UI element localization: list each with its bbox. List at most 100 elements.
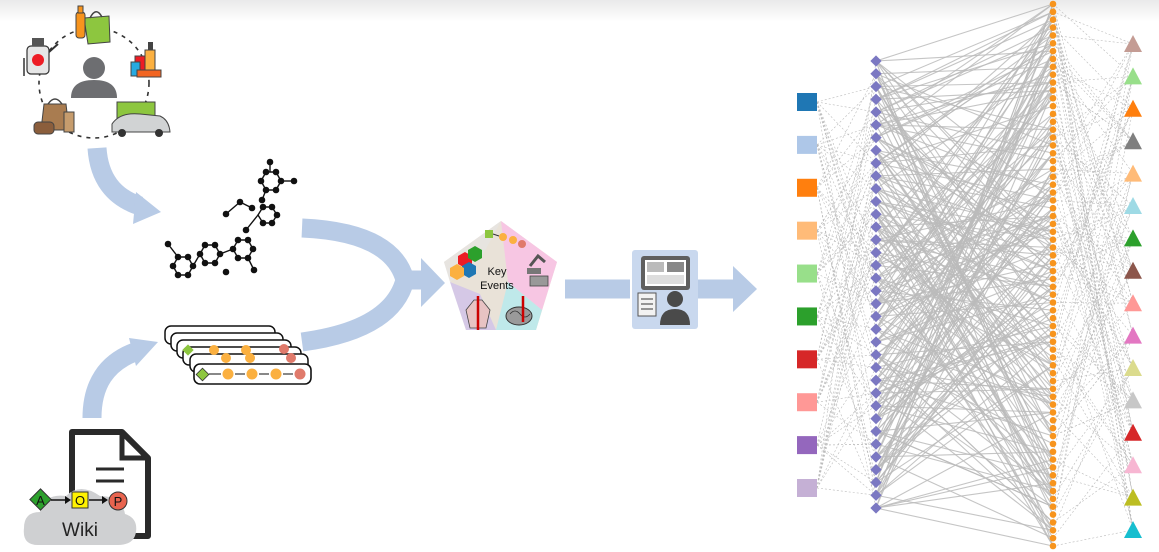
network-edge: [875, 113, 1054, 254]
network-edge: [816, 112, 877, 317]
diamond-node: [870, 502, 882, 514]
orange-node: [1049, 456, 1057, 463]
network-edge: [875, 11, 1054, 266]
orange-node: [1049, 487, 1057, 495]
network-edge: [875, 27, 1054, 241]
orange-node: [1049, 236, 1057, 243]
network-edge: [875, 3, 1054, 126]
network-edge: [1052, 43, 1134, 170]
network-edge: [1052, 11, 1134, 531]
aop-node-o-label: O: [75, 493, 85, 508]
diamond-node: [870, 400, 882, 412]
network-edge: [875, 19, 1054, 177]
network-edge: [816, 163, 877, 317]
orange-node: [1049, 354, 1057, 361]
network-edge: [1052, 58, 1134, 174]
network-edge: [875, 11, 1054, 304]
network-edge: [875, 459, 1054, 509]
network-edge: [1052, 238, 1134, 272]
aop-node-p: [108, 491, 128, 511]
diamond-node: [870, 144, 882, 157]
diamond-node: [870, 272, 882, 284]
network-edge: [816, 392, 877, 489]
cloud-shape: [23, 489, 137, 545]
network-edge: [875, 188, 1054, 272]
network-edge: [1052, 529, 1134, 547]
network-edge: [816, 144, 877, 279]
network-edge: [816, 359, 877, 496]
right-edges: [1052, 3, 1134, 547]
network-edge: [875, 168, 1054, 177]
network-edge: [816, 144, 877, 355]
diamond-node: [870, 131, 882, 144]
orange-node: [1049, 39, 1057, 47]
network-edge: [1052, 459, 1134, 498]
network-edge: [1052, 137, 1134, 466]
network-edge: [1052, 3, 1134, 498]
network-edge: [1052, 173, 1134, 452]
network-edge: [816, 443, 877, 446]
brain-icon: [505, 296, 533, 326]
network-edge: [875, 3, 1054, 509]
network-edge: [816, 86, 877, 103]
network-edge: [1052, 76, 1134, 138]
orange-node: [1049, 417, 1057, 424]
network-graph: [797, 0, 1142, 550]
orange-node: [1049, 511, 1057, 518]
molecule-hexagons-icon: [450, 246, 482, 280]
triangle-node: [1124, 99, 1142, 117]
network-edge: [875, 129, 1054, 279]
orange-node: [1049, 362, 1057, 369]
network-edge: [875, 411, 1054, 432]
network-edge: [875, 333, 1054, 458]
network-edge: [1052, 43, 1134, 201]
orange-node: [1049, 212, 1057, 220]
network-edge: [816, 187, 877, 279]
top-shade: [0, 0, 1159, 22]
analyst-icon: [667, 291, 683, 307]
orange-node: [1049, 47, 1057, 55]
flow-arrows: [82, 147, 757, 419]
triangle-node: [1124, 391, 1142, 409]
network-edge: [1052, 367, 1134, 476]
network-edge: [1052, 35, 1134, 45]
orange-node: [1049, 432, 1057, 440]
pathway-row: [195, 367, 306, 382]
network-edge: [875, 364, 1054, 496]
network-edge: [875, 411, 1054, 509]
category-square-node: [797, 135, 817, 154]
network-edge: [875, 27, 1054, 445]
diamond-node: [870, 157, 882, 169]
network-edge: [1052, 247, 1134, 433]
orange-node: [1049, 393, 1057, 401]
network-edge: [816, 101, 877, 113]
network-edge: [816, 162, 877, 231]
network-edge: [1052, 238, 1134, 476]
network-edge: [875, 366, 1054, 398]
network-edge: [816, 188, 877, 231]
network-edge: [1052, 205, 1134, 240]
robot-arm-icon: [527, 253, 549, 287]
network-edge: [1052, 239, 1134, 336]
orange-node: [1049, 259, 1057, 267]
network-edge: [1052, 76, 1134, 523]
triangle-node: [1124, 359, 1142, 376]
aop-wiki-icon: A O P Wiki: [23, 429, 151, 545]
orange-node: [1049, 440, 1057, 448]
diamond-node: [870, 425, 882, 438]
network-edge: [875, 97, 1054, 292]
solid-edges: [875, 3, 1054, 547]
network-edge: [1052, 247, 1134, 272]
diamond-node: [870, 195, 882, 208]
network-edge: [1052, 3, 1134, 531]
orange-node: [1049, 322, 1057, 330]
network-edge: [875, 247, 1054, 432]
network-edge: [816, 73, 877, 188]
network-edge: [1052, 140, 1134, 178]
network-edge: [1052, 475, 1134, 498]
truck-car-icon: [111, 101, 171, 137]
triangle-node: [1124, 229, 1142, 247]
network-edge: [1052, 357, 1134, 498]
orange-node: [1049, 385, 1057, 393]
network-edge: [875, 150, 1054, 350]
